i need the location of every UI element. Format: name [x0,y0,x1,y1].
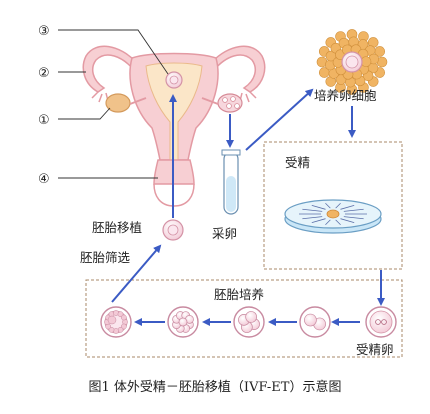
sperm-mark [343,216,364,220]
embryo-4cell-icon [233,306,265,338]
label-fertilization: 受精 [285,155,311,170]
marker-4: ④ [38,172,50,187]
sperm-mark [302,208,323,212]
label-fertilized-egg: 受精卵 [356,342,394,357]
marker-1: ① [38,113,50,128]
egg-cluster-icon [316,29,388,95]
figure-caption: 图1 体外受精－胚胎移植（IVF-ET）示意图 [88,380,342,395]
sperm-mark [340,218,355,223]
sperm-mark [311,205,326,210]
embryo-row [100,306,397,338]
label-embryo-culture: 胚胎培养 [214,287,265,302]
transfer-embryo-icon [162,219,184,241]
sperm-mark [325,219,331,226]
sperm-mark [302,216,323,220]
sperm-mark [343,208,364,212]
embryo-culture-box [85,279,403,358]
ovary-right [217,93,243,113]
flow-arrows [111,88,385,326]
label-culture-egg-cells: 培养卵细胞 [314,88,377,103]
sperm-mark [340,205,355,210]
marker-3: ③ [38,24,50,39]
arrow-tube-to-culture [245,88,314,151]
fallopian-tube-left [82,45,137,93]
fertilized-egg-icon [365,306,397,338]
embryo-morula-icon [167,306,199,338]
leader-line-1 [58,107,111,120]
leader-lines [58,29,169,179]
embryo-2cell-icon [299,306,331,338]
fallopian-tube-right [211,45,266,93]
leader-line-3 [58,29,169,75]
sperm-mark [335,202,341,209]
marker-2: ② [38,66,50,81]
label-embryo-screening: 胚胎筛选 [80,250,131,265]
embryo-blastocyst-icon [100,306,132,338]
ovary-left [105,93,131,113]
test-tube-icon [221,149,241,215]
arrow-screening [111,244,162,303]
fertilization-box [263,141,403,270]
sperm-mark [325,202,331,209]
sperm-mark [311,218,326,223]
petri-dish-icon [284,199,382,234]
label-embryo-transfer: 胚胎移植 [92,220,143,235]
label-egg-retrieval: 采卵 [212,226,238,241]
sperm-mark [335,219,341,226]
